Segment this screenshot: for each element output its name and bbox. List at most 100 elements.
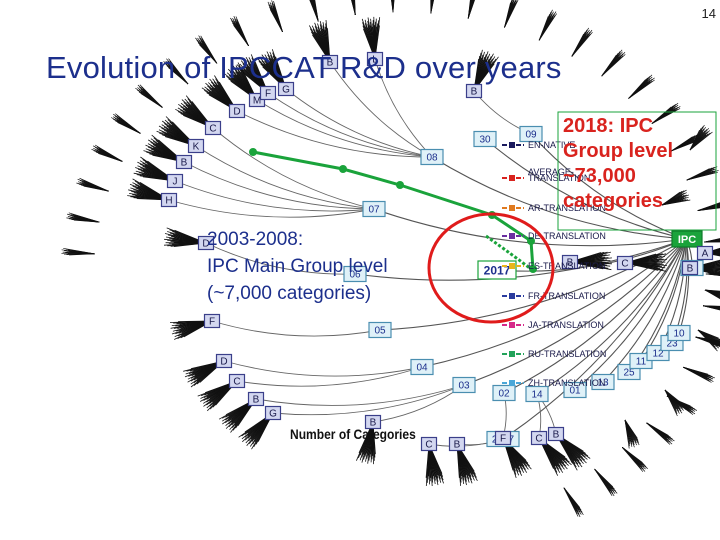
svg-text:06: 06 [349,270,361,281]
annotation-left-line: IPC Main Group level [207,256,388,277]
section-letter-node: G [277,81,295,97]
year-node: 01 [563,381,587,399]
svg-text:K: K [193,142,200,153]
section-letter-node: C [204,120,222,136]
svg-text:07: 07 [368,205,380,216]
svg-text:09: 09 [525,130,537,141]
slide-title: Evolution of IPCCAT R&D over years [46,50,562,85]
svg-text:F: F [209,317,215,328]
svg-text:ES-TRANSLATION: ES-TRANSLATION [528,261,605,271]
svg-text:11: 11 [636,357,647,368]
svg-text:DE-TRANSLATION: DE-TRANSLATION [528,231,606,241]
highlight-box [557,111,717,231]
section-letter-node: F [203,313,221,329]
annotation-right-line: 2018: IPC [563,115,654,137]
annotation-right-line: categories [563,190,664,212]
svg-text:C: C [209,124,216,135]
svg-text:25: 25 [623,368,635,379]
annotation-left-line: (~7,000 categories) [207,283,372,304]
svg-text:B: B [370,418,377,429]
svg-text:B: B [327,58,334,69]
svg-text:C: C [233,377,240,388]
section-letter-node: C [616,255,634,271]
section-letter-node: D [228,103,246,119]
section-letter-node: B [364,414,382,430]
section-letter-node: A [696,245,714,261]
legend-entry: ES-TRANSLATION [502,261,605,271]
legend-entry: DE-TRANSLATION [502,231,606,241]
annotation-right-line: Group level [563,140,674,162]
tree-nodes: 080706050403300920172017IPC0214011325111… [160,51,714,452]
svg-text:A: A [702,249,709,260]
svg-text:M: M [253,96,261,107]
svg-text:C: C [425,440,432,451]
svg-text:G: G [269,409,277,420]
svg-text:F: F [500,434,506,445]
annotation-left-line: 2003-2008: [207,229,304,250]
year-node: 08 [420,148,444,166]
svg-text:AVERAGE-: AVERAGE- [528,167,574,177]
section-letter-node: C [530,430,548,446]
year-node: 04 [410,358,434,376]
svg-text:IPC: IPC [678,234,696,246]
highlight-circle [427,212,555,324]
annotation-right: 2018: IPC Group level ~73,000 categories [563,114,673,214]
year-node: 06 [343,265,367,283]
section-letter-node: D [215,353,233,369]
svg-text:RU-TRANSLATION: RU-TRANSLATION [528,349,606,359]
svg-text:D: D [233,107,240,118]
section-letter-node: K [187,138,205,154]
section-letter-node: B [547,426,565,442]
svg-text:ZH-TRANSLATION: ZH-TRANSLATION [528,378,605,388]
page-number: 14 [701,6,716,21]
legend-entry: AR-TRANSLATION [502,203,606,213]
svg-text:02: 02 [498,389,510,400]
axis-caption: Number of Categories [290,426,416,442]
svg-text:B: B [553,430,560,441]
svg-text:B: B [253,395,260,406]
section-letter-node: B [681,260,699,276]
legend-entry: AVERAGE-TRANSLATION [502,167,590,183]
legend-entry: EN-NATIVE [502,140,575,150]
svg-text:H: H [165,196,172,207]
svg-text:01: 01 [569,386,581,397]
section-letter-node: J [166,173,184,189]
annotation-right-line: ~73,000 [563,165,636,187]
svg-text:J: J [173,177,178,188]
section-letter-node: G [264,405,282,421]
svg-text:TRANSLATION: TRANSLATION [528,173,590,183]
annotation-left: 2003-2008: IPC Main Group level (~7,000 … [207,226,388,307]
section-letter-node: C [420,436,438,452]
year-node: 10 [667,324,691,342]
svg-text:C: C [535,434,542,445]
section-letter-node: B [321,54,339,70]
svg-text:D: D [220,357,227,368]
svg-text:G: G [282,85,290,96]
year-node: 13 [591,373,615,391]
svg-text:D: D [202,239,209,250]
translation-legend: EN-NATIVE AVERAGE-TRANSLATION AR-TRANSLATI… [502,140,606,388]
legend-entry: JA-TRANSLATION [502,320,604,330]
section-letter-node: B [175,154,193,170]
year-node: 03 [452,376,476,394]
svg-text:F: F [265,89,271,100]
year-node: 14 [525,385,549,403]
svg-text:B: B [687,264,694,275]
svg-text:AR-TRANSLATION: AR-TRANSLATION [528,203,606,213]
year-node: 30 [473,130,497,148]
section-letter-node: F [494,430,512,446]
year-node: 07 [362,200,386,218]
svg-text:B: B [567,258,574,269]
section-letter-node: B [247,391,265,407]
svg-text:04: 04 [416,363,428,374]
section-letter-node: C [228,373,246,389]
year-node: 05 [368,321,392,339]
svg-text:03: 03 [458,381,470,392]
year-node: 02 [492,384,516,402]
svg-text:B: B [454,440,461,451]
svg-text:05: 05 [374,326,386,337]
svg-text:30: 30 [479,135,491,146]
svg-text:10: 10 [673,329,685,340]
